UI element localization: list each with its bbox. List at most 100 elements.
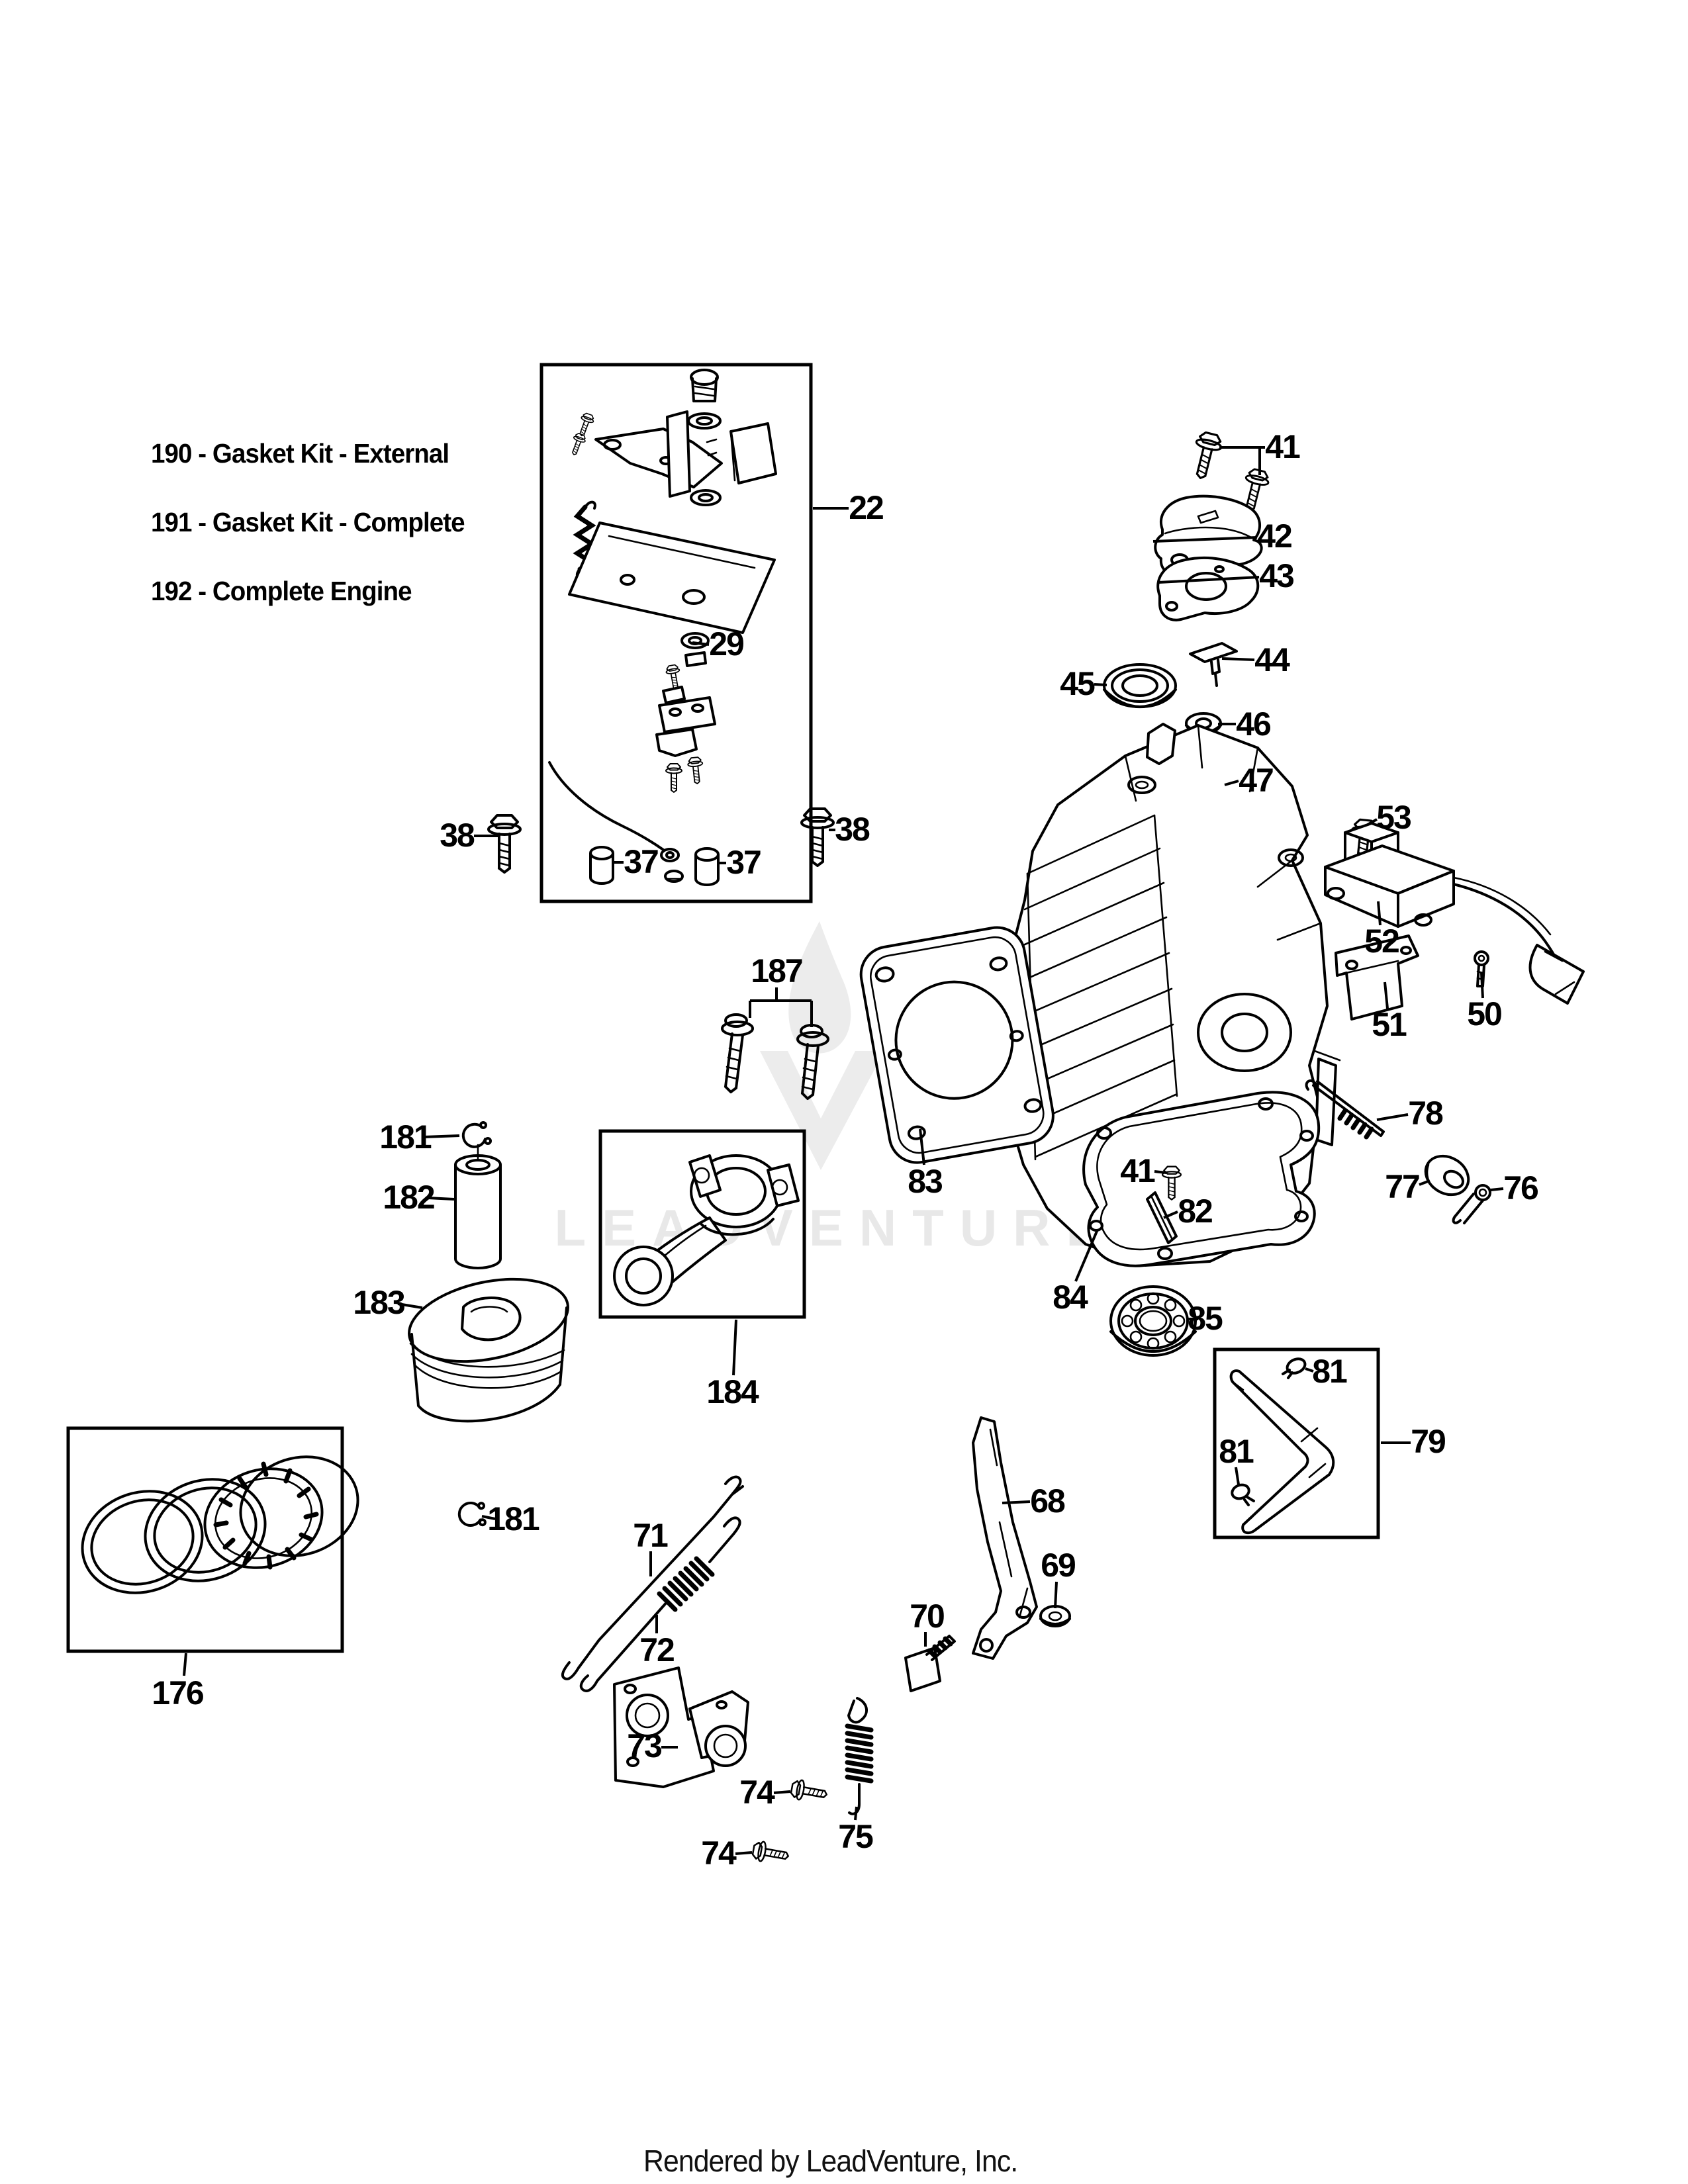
part-label-37: 37 bbox=[726, 844, 761, 881]
leader-line-181 bbox=[481, 1515, 496, 1520]
leader-line-74 bbox=[735, 1851, 753, 1855]
part-control-bracket-kit-shape bbox=[665, 851, 675, 859]
part-label-50: 50 bbox=[1467, 995, 1501, 1032]
part-ignition-coil-52-shape bbox=[1528, 944, 1585, 1005]
part-bushing-37-shape bbox=[694, 847, 720, 886]
part-screw-plate-70-shape bbox=[927, 1636, 953, 1659]
part-breather-tube-79 bbox=[1229, 1369, 1335, 1535]
part-bearing-85-shape bbox=[1139, 1310, 1168, 1332]
part-bolt-74-a bbox=[789, 1778, 829, 1805]
part-control-bracket-kit-shape bbox=[664, 870, 684, 883]
part-label-77: 77 bbox=[1385, 1168, 1419, 1205]
watermark-flame-icon bbox=[788, 921, 851, 1054]
part-ignition-coil-52-shape bbox=[1452, 876, 1552, 936]
part-oil-seal-45-shape bbox=[1121, 674, 1158, 697]
part-label-38: 38 bbox=[835, 811, 870, 848]
part-label-72: 72 bbox=[639, 1631, 674, 1668]
leader-line-52 bbox=[1377, 901, 1382, 926]
part-engine-block-shape bbox=[1135, 780, 1149, 790]
group-box-22 bbox=[539, 363, 813, 903]
part-head-bolts-187-shape bbox=[801, 1058, 817, 1091]
part-label-183: 183 bbox=[353, 1284, 404, 1321]
legend-item-190: 190 - Gasket Kit - External bbox=[151, 438, 449, 469]
part-head-gasket-83-shape bbox=[1023, 1098, 1043, 1113]
leader-line-81 bbox=[1305, 1367, 1314, 1373]
part-control-bracket-kit bbox=[548, 369, 777, 883]
leader-line-76 bbox=[1490, 1187, 1504, 1191]
part-control-plate-73-shape bbox=[626, 1756, 639, 1767]
part-label-52: 52 bbox=[1364, 923, 1399, 960]
leader-line-47 bbox=[1224, 780, 1239, 786]
part-control-bracket-kit-shape bbox=[696, 416, 713, 426]
part-bearing-85-shape bbox=[1129, 1298, 1143, 1312]
part-head-gasket-83 bbox=[859, 926, 1055, 1164]
part-piston-pin-182-shape bbox=[454, 1154, 502, 1269]
part-label-79: 79 bbox=[1411, 1423, 1445, 1460]
part-piston-183-shape bbox=[409, 1342, 565, 1389]
part-piston-183-shape bbox=[470, 1306, 508, 1313]
part-hose-clamp-81-top-shape bbox=[1286, 1357, 1307, 1375]
leader-line-68 bbox=[1002, 1500, 1031, 1504]
part-ignition-coil-52 bbox=[1324, 822, 1585, 1005]
part-breather-tube-79-shape bbox=[1231, 1381, 1327, 1526]
part-sump-gasket-84-shape bbox=[1157, 1247, 1173, 1260]
part-cotter-pin-76 bbox=[1452, 1184, 1491, 1224]
footer-credit: Rendered by LeadVenture, Inc. bbox=[643, 2144, 1018, 2178]
part-label-176: 176 bbox=[152, 1674, 203, 1711]
part-control-bracket-kit-shape bbox=[662, 686, 686, 704]
leader-line-78 bbox=[1376, 1113, 1409, 1121]
part-throttle-link-71 bbox=[561, 1475, 744, 1680]
part-control-bracket-kit-shape bbox=[548, 761, 665, 851]
legend-item-191: 191 - Gasket Kit - Complete bbox=[151, 507, 465, 537]
part-roller-77-shape bbox=[1424, 1154, 1470, 1197]
part-label-81: 81 bbox=[1312, 1353, 1347, 1390]
part-governor-spring-72-shape bbox=[657, 1556, 715, 1612]
part-nut-69 bbox=[1039, 1605, 1071, 1627]
part-dowel-pin-82-shape bbox=[1150, 1195, 1174, 1241]
part-breather-cover-42 bbox=[1154, 494, 1263, 576]
watermark-v-icon bbox=[760, 1051, 884, 1170]
leader-line-51 bbox=[1383, 981, 1389, 1009]
part-label-78: 78 bbox=[1408, 1095, 1443, 1132]
part-label-69: 69 bbox=[1041, 1547, 1075, 1584]
part-control-plate-73-shape bbox=[634, 1702, 661, 1729]
leader-line-83 bbox=[919, 1128, 925, 1165]
part-sump-gasket-84-shape bbox=[1299, 1130, 1314, 1142]
part-label-43: 43 bbox=[1259, 557, 1293, 594]
leader-line-182 bbox=[427, 1197, 455, 1201]
part-label-184: 184 bbox=[706, 1373, 759, 1410]
leader-line-69 bbox=[1054, 1581, 1058, 1609]
part-screw-44 bbox=[1189, 642, 1238, 687]
part-control-bracket-kit-shape bbox=[691, 704, 704, 713]
part-screw-50-shape bbox=[1477, 954, 1485, 962]
part-governor-arm-68-shape bbox=[989, 1428, 1029, 1619]
part-connecting-rod-184-shape bbox=[613, 1246, 674, 1306]
part-bearing-85-shape bbox=[1147, 1337, 1160, 1350]
part-control-bracket-kit-shape bbox=[690, 489, 722, 506]
part-bolt-38-right bbox=[800, 807, 835, 867]
part-label-42: 42 bbox=[1257, 518, 1291, 555]
part-control-plate-73-shape bbox=[716, 1700, 727, 1709]
part-label-85: 85 bbox=[1188, 1300, 1223, 1337]
part-bearing-85-shape bbox=[1164, 1330, 1177, 1343]
part-control-bracket-kit-shape bbox=[594, 428, 723, 488]
part-coil-bracket-51-shape bbox=[1345, 960, 1358, 970]
part-roller-77-shape bbox=[1443, 1169, 1464, 1189]
part-head-gasket-83-shape bbox=[870, 936, 1045, 1154]
part-head-bolts-187 bbox=[721, 1013, 829, 1100]
part-bearing-85-shape bbox=[1172, 1314, 1186, 1328]
leader-line-84 bbox=[1074, 1229, 1099, 1282]
part-engine-block-shape bbox=[1124, 724, 1322, 941]
part-control-bracket-kit-shape bbox=[729, 422, 777, 484]
part-control-bracket-kit-shape bbox=[680, 632, 710, 649]
part-connecting-rod-184-shape bbox=[699, 1218, 774, 1236]
part-governor-spring-72-shape bbox=[579, 1600, 669, 1692]
part-bearing-85-shape bbox=[1164, 1298, 1177, 1312]
part-hose-clamp-81-top bbox=[1282, 1357, 1307, 1379]
part-connecting-rod-184-shape bbox=[688, 1154, 722, 1198]
part-ring-set-176-shape bbox=[203, 1467, 324, 1569]
part-breather-gasket-43-shape bbox=[1156, 556, 1260, 621]
